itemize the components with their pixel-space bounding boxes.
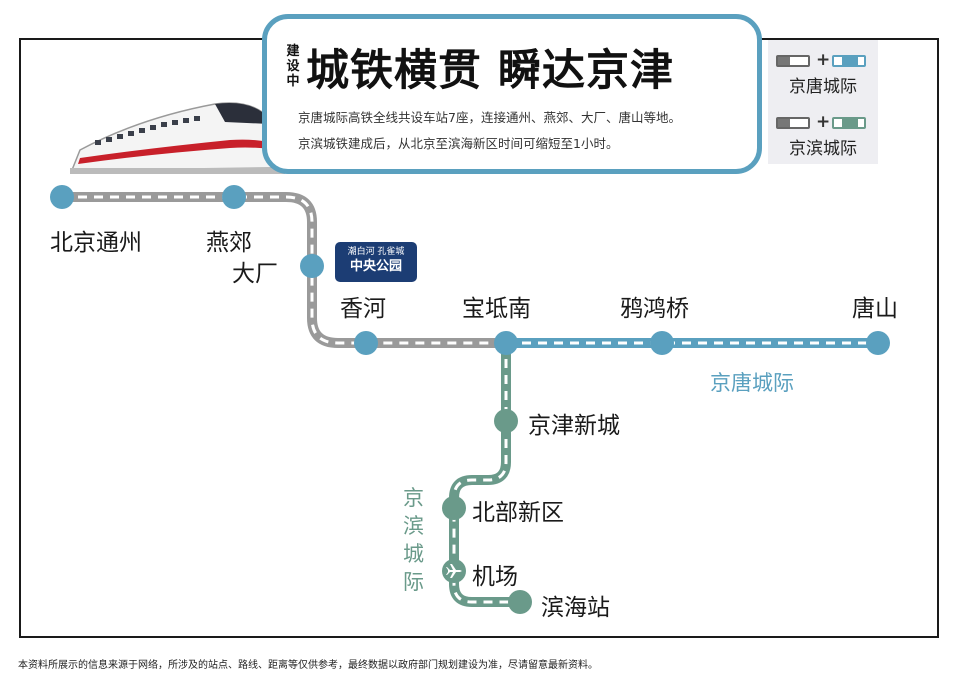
station-label-tangshan: 唐山: [852, 296, 898, 322]
legend-item-jingbin: + 京滨城际: [768, 112, 878, 159]
station-label-dachang: 大厂: [232, 261, 278, 287]
station-dot-yanjiao[interactable]: [222, 185, 246, 209]
station-dot-dachang[interactable]: [300, 254, 324, 278]
line-legend: + 京唐城际 + 京滨城际: [768, 40, 878, 164]
station-dot-yahongqiao[interactable]: [650, 331, 674, 355]
line-label-jingbin: 京滨城际: [403, 486, 424, 594]
station-label-beibu-xinqu: 北部新区: [472, 500, 564, 526]
under-construction-tag: 建设中: [286, 44, 300, 89]
station-label-jingjin-xincheng: 京津新城: [528, 413, 620, 439]
title-panel: [262, 14, 762, 174]
description-line-1: 京唐城际高铁全线共设车站7座，连接通州、燕郊、大厂、唐山等地。: [298, 110, 681, 125]
station-label-baodinan: 宝坻南: [462, 296, 531, 322]
airplane-icon: [446, 564, 462, 578]
legend-label-jingbin: 京滨城际: [789, 139, 857, 159]
station-dot-beijing-tongzhou[interactable]: [50, 185, 74, 209]
station-dot-tangshan[interactable]: [866, 331, 890, 355]
station-label-beijing-tongzhou: 北京通州: [50, 230, 142, 256]
jingbin-track: [449, 338, 525, 607]
plus-icon: +: [816, 112, 831, 132]
station-label-jichang: 机场: [472, 564, 518, 590]
train-illustration: [70, 102, 285, 174]
legend-label-jingtang: 京唐城际: [789, 77, 857, 97]
shared-track: [57, 192, 511, 348]
gray-line-swatch-icon: [776, 55, 810, 67]
station-label-yahongqiao: 鸦鸿桥: [620, 296, 689, 322]
station-label-binhai: 滨海站: [541, 595, 610, 621]
station-label-xianghe: 香河: [340, 296, 386, 322]
gray-line-swatch-icon: [776, 117, 810, 129]
station-label-yanjiao: 燕郊: [206, 230, 252, 256]
station-dot-jingjin-xincheng[interactable]: [494, 409, 518, 433]
badge-project-name: 潮白河 孔雀城: [347, 247, 405, 257]
green-line-swatch-icon: [832, 117, 866, 129]
description-line-2: 京滨城铁建成后，从北京至滨海新区时间可缩短至1小时。: [298, 136, 619, 151]
disclaimer-footnote: 本资料所展示的信息来源于网络，所涉及的站点、路线、距离等仅供参考，最终数据以政府…: [18, 660, 598, 671]
line-label-jingtang: 京唐城际: [710, 371, 794, 395]
station-dot-baodinan[interactable]: [494, 331, 518, 355]
station-dot-beibu-xinqu[interactable]: [442, 496, 466, 520]
development-badge: 潮白河 孔雀城 中央公园: [335, 242, 417, 282]
station-dot-xianghe[interactable]: [354, 331, 378, 355]
legend-item-jingtang: + 京唐城际: [768, 50, 878, 97]
page-title: 城铁横贯 瞬达京津: [306, 46, 674, 96]
blue-line-swatch-icon: [832, 55, 866, 67]
station-dot-binhai[interactable]: [508, 590, 532, 614]
badge-park-name: 中央公园: [349, 259, 402, 274]
plus-icon: +: [816, 50, 831, 70]
